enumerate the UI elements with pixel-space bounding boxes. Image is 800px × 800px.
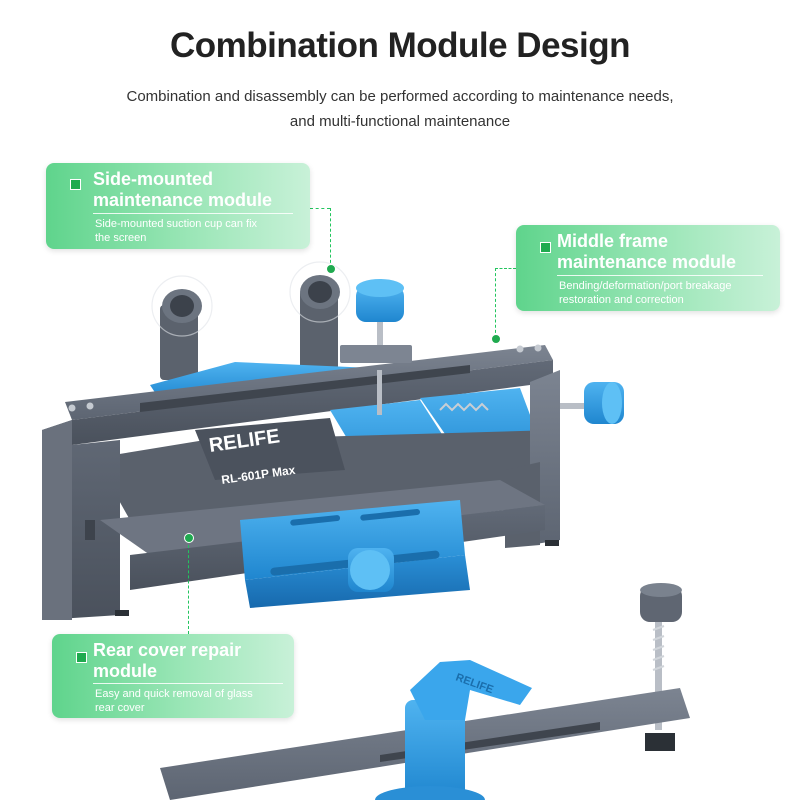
callout-divider	[557, 275, 763, 276]
callout-desc-line: the screen	[95, 232, 147, 244]
rear-cover-module: RELIFE	[160, 583, 690, 800]
callout-heading-line: maintenance module	[557, 252, 737, 272]
callout-middle-frame-module: Middle frame maintenance module Bending/…	[516, 225, 780, 311]
callout-bullet-icon	[540, 242, 551, 253]
leader-dot-3	[184, 533, 194, 543]
page-title: Combination Module Design	[170, 26, 630, 65]
callout-heading: Middle frame maintenance module	[557, 231, 736, 273]
leader-dot-2	[491, 334, 501, 344]
callout-heading-line: Middle frame	[557, 231, 669, 251]
callout-divider	[93, 683, 283, 684]
callout-side-mounted-module: Side-mounted maintenance module Side-mou…	[46, 163, 310, 249]
subtitle-line-2: and multi-functional maintenance	[289, 113, 511, 130]
callout-desc-line: Bending/deformation/port breakage	[559, 280, 732, 292]
leader-line-2	[495, 268, 496, 338]
callout-heading-line: module	[93, 661, 158, 681]
lower-blue-slider	[240, 500, 470, 608]
callout-description: Bending/deformation/port breakage restor…	[559, 279, 731, 307]
leader-line-3	[188, 540, 189, 634]
callout-heading-line: Rear cover repair	[93, 640, 242, 660]
leader-dot-1	[326, 264, 336, 274]
callout-bullet-icon	[70, 179, 81, 190]
leader-line-2-h	[495, 268, 516, 269]
callout-description: Side-mounted suction cup can fix the scr…	[95, 217, 257, 245]
callout-rear-cover-module: Rear cover repair module Easy and quick …	[52, 634, 294, 718]
callout-desc-line: restoration and correction	[559, 294, 684, 306]
suction-cup-right	[289, 261, 351, 370]
callout-heading: Rear cover repair module	[93, 640, 241, 682]
leader-line-1	[330, 208, 331, 268]
callout-description: Easy and quick removal of glass rear cov…	[95, 687, 253, 715]
callout-heading: Side-mounted maintenance module	[93, 169, 272, 211]
callout-divider	[93, 213, 293, 214]
callout-desc-line: rear cover	[95, 702, 145, 714]
side-knob	[540, 382, 624, 424]
suction-cup-left	[151, 275, 213, 380]
callout-heading-line: maintenance module	[93, 190, 273, 210]
callout-heading-line: Side-mounted	[93, 169, 213, 189]
callout-desc-line: Side-mounted suction cup can fix	[95, 218, 258, 230]
subtitle-line-1: Combination and disassembly can be perfo…	[126, 88, 674, 105]
callout-desc-line: Easy and quick removal of glass	[95, 688, 253, 700]
page-subtitle: Combination and disassembly can be perfo…	[0, 84, 800, 134]
leader-line-1-h	[310, 208, 330, 209]
callout-bullet-icon	[76, 652, 87, 663]
top-knob	[356, 279, 404, 356]
